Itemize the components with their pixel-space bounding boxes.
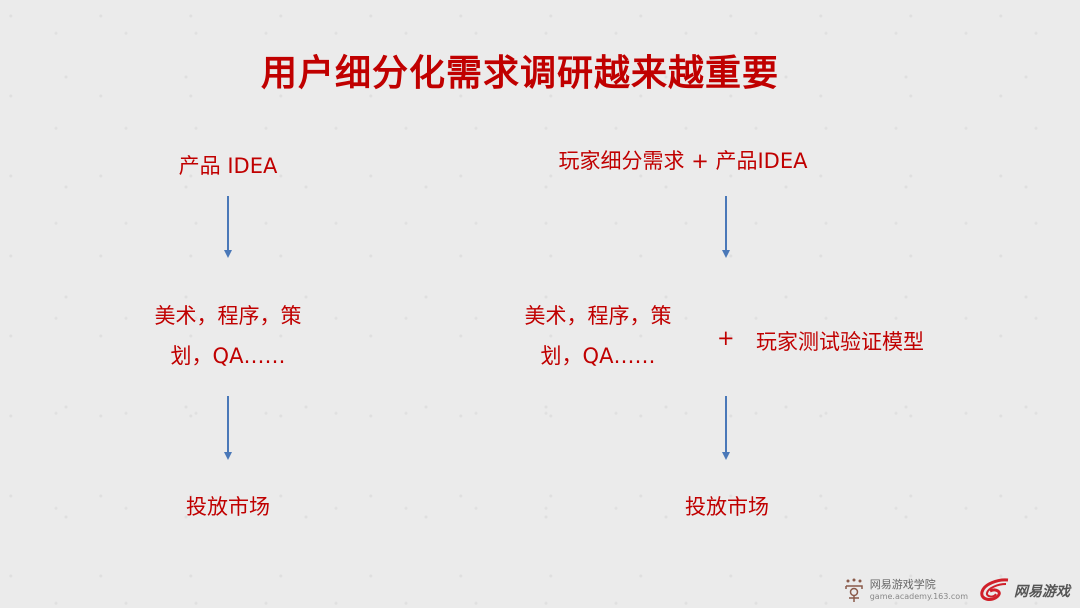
plus-sign: + (717, 326, 735, 350)
right-step-player-needs: 玩家细分需求 + 产品IDEA (558, 149, 808, 173)
academy-url: game.academy.163.com (869, 592, 968, 601)
left-step-team: 美术，程序，策 划，QA…… (130, 296, 326, 376)
footer-logos: 网易游戏学院 game.academy.163.com 网易游戏 (843, 578, 1070, 604)
right-team-line1: 美术，程序，策 (524, 304, 672, 328)
netease-games-logo: 网易游戏 (978, 578, 1070, 604)
academy-name: 网易游戏学院 (869, 578, 936, 591)
academy-emblem-icon (844, 578, 863, 602)
left-team-line2: 划，QA…… (170, 344, 286, 368)
right-arrow-2 (725, 396, 727, 458)
left-step-product-idea: 产品 IDEA (178, 154, 278, 178)
right-team-line2: 划，QA…… (540, 344, 656, 368)
right-arrow-1 (725, 196, 727, 256)
left-team-line1: 美术，程序，策 (154, 304, 302, 328)
netease-swirl-icon (980, 578, 1009, 601)
left-arrow-1 (227, 196, 229, 256)
brand-name: 网易游戏 (1014, 584, 1070, 600)
right-step-player-test: 玩家测试验证模型 (756, 330, 924, 354)
academy-logo: 网易游戏学院 game.academy.163.com (843, 578, 968, 604)
left-step-market: 投放市场 (186, 495, 270, 519)
right-step-team: 美术，程序，策 划，QA…… (500, 296, 696, 376)
slide-title: 用户细分化需求调研越来越重要 (260, 53, 779, 94)
left-arrow-2 (227, 396, 229, 458)
right-step-market: 投放市场 (685, 495, 769, 519)
